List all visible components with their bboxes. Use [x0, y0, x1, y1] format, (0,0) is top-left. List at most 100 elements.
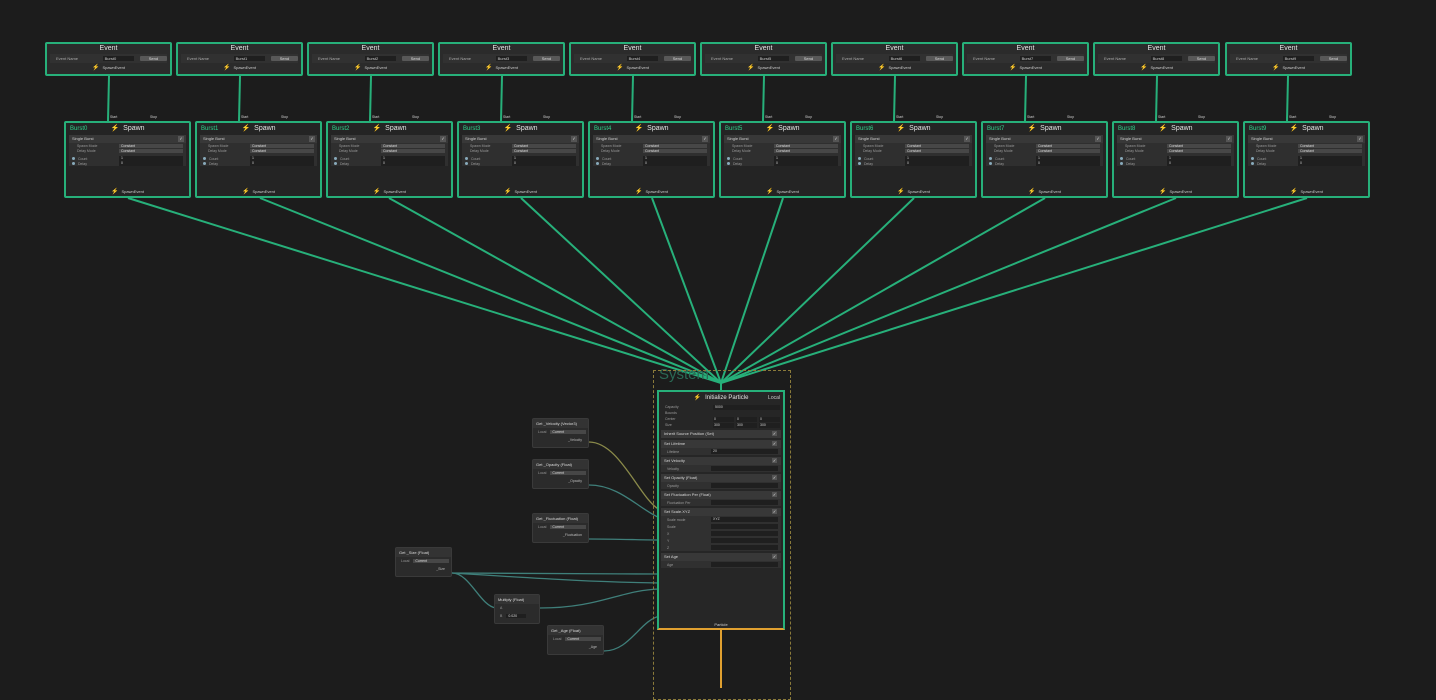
block-value-field[interactable] [711, 466, 778, 471]
delay-mode-dropdown[interactable]: Constant [643, 148, 707, 153]
spawn-node-1[interactable]: Burst1SpawnSingle Burst✓Spawn ModeConsta… [195, 121, 322, 198]
toggle-icon[interactable]: ✓ [1357, 136, 1363, 142]
delay-mode-dropdown[interactable]: Constant [905, 148, 969, 153]
spawn-node-2[interactable]: Burst2SpawnSingle Burst✓Spawn ModeConsta… [326, 121, 453, 198]
spawn-event-output-port[interactable]: SpawnEvent [309, 63, 432, 73]
spawn-event-output-port[interactable]: SpawnEvent [702, 63, 825, 73]
toggle-icon[interactable]: ✓ [178, 136, 184, 142]
spawn-event-output-port[interactable]: SpawnEvent [833, 63, 956, 73]
count-port[interactable] [1251, 157, 1254, 160]
particle-output-port[interactable]: Particle [714, 622, 728, 627]
send-button[interactable]: Send [925, 56, 953, 61]
spawn-output-port[interactable]: SpawnEvent [459, 188, 582, 195]
send-button[interactable]: Send [532, 56, 560, 61]
event-name-field[interactable]: Burst6 [888, 56, 920, 61]
event-name-field[interactable]: Burst1 [233, 56, 265, 61]
spawn-event-output-port[interactable]: SpawnEvent [571, 63, 694, 73]
toggle-icon[interactable]: ✓ [1095, 136, 1101, 142]
count-port[interactable] [334, 157, 337, 160]
spawn-output-port[interactable]: SpawnEvent [983, 188, 1106, 195]
spawn-node-8[interactable]: Burst8SpawnSingle Burst✓Spawn ModeConsta… [1112, 121, 1239, 198]
spawn-output-port[interactable]: SpawnEvent [197, 188, 320, 195]
spawn-node-5[interactable]: Burst5SpawnSingle Burst✓Spawn ModeConsta… [719, 121, 846, 198]
size-z-field[interactable]: 300 [759, 422, 780, 428]
count-port[interactable] [727, 157, 730, 160]
event-name-field[interactable]: Burst0 [102, 56, 134, 61]
count-port[interactable] [203, 157, 206, 160]
event-name-field[interactable]: Burst4 [626, 56, 658, 61]
delay-field[interactable]: 0 [643, 161, 707, 166]
count-port[interactable] [858, 157, 861, 160]
delay-port[interactable] [1120, 162, 1123, 165]
event-name-field[interactable]: Burst7 [1019, 56, 1051, 61]
delay-mode-dropdown[interactable]: Constant [1298, 148, 1362, 153]
delay-field[interactable]: 0 [119, 161, 183, 166]
spawn-output-port[interactable]: SpawnEvent [328, 188, 451, 195]
count-field[interactable]: 1 [1298, 156, 1362, 161]
center-y-field[interactable]: 0 [736, 416, 757, 422]
toggle-icon[interactable]: ✓ [571, 136, 577, 142]
spawn-node-9[interactable]: Burst9SpawnSingle Burst✓Spawn ModeConsta… [1243, 121, 1370, 198]
spawn-event-output-port[interactable]: SpawnEvent [440, 63, 563, 73]
delay-mode-dropdown[interactable]: Constant [1036, 148, 1100, 153]
count-port[interactable] [465, 157, 468, 160]
count-port[interactable] [1120, 157, 1123, 160]
send-button[interactable]: Send [1319, 56, 1347, 61]
send-button[interactable]: Send [794, 56, 822, 61]
block-enabled-checkbox[interactable]: ✓ [772, 441, 777, 446]
age-output-port[interactable]: _Age [588, 645, 597, 649]
block-enabled-checkbox[interactable]: ✓ [772, 492, 777, 497]
capacity-field[interactable]: 5000 [713, 404, 780, 410]
block-value-field[interactable] [711, 538, 778, 543]
send-button[interactable]: Send [1056, 56, 1084, 61]
block-value-field[interactable] [711, 531, 778, 536]
delay-field[interactable]: 0 [1036, 161, 1100, 166]
spawn-output-port[interactable]: SpawnEvent [590, 188, 713, 195]
spawn-node-4[interactable]: Burst4SpawnSingle Burst✓Spawn ModeConsta… [588, 121, 715, 198]
init-block-3[interactable]: Set Opacity (Float)✓Opacity [661, 474, 781, 489]
block-value-field[interactable] [711, 545, 778, 550]
spawn-event-output-port[interactable]: SpawnEvent [1227, 63, 1350, 73]
spawn-output-port[interactable]: SpawnEvent [721, 188, 844, 195]
delay-mode-dropdown[interactable]: Constant [250, 148, 314, 153]
spawn-mode-dropdown[interactable]: Constant [1298, 143, 1362, 148]
opacity-output-port[interactable]: _Opacity [568, 479, 582, 483]
delay-field[interactable]: 0 [381, 161, 445, 166]
count-field[interactable]: 1 [643, 156, 707, 161]
delay-port[interactable] [596, 162, 599, 165]
send-button[interactable]: Send [1187, 56, 1215, 61]
block-value-field[interactable] [711, 500, 778, 505]
init-block-2[interactable]: Set Velocity✓Velocity [661, 457, 781, 472]
spawn-event-output-port[interactable]: SpawnEvent [47, 63, 170, 73]
block-enabled-checkbox[interactable]: ✓ [772, 554, 777, 559]
block-enabled-checkbox[interactable]: ✓ [772, 475, 777, 480]
delay-mode-dropdown[interactable]: Constant [512, 148, 576, 153]
send-button[interactable]: Send [139, 56, 167, 61]
location-dropdown[interactable]: Current [550, 525, 587, 529]
delay-field[interactable]: 0 [250, 161, 314, 166]
delay-mode-dropdown[interactable]: Constant [1167, 148, 1231, 153]
block-value-field[interactable]: XYZ [711, 517, 778, 522]
count-field[interactable]: 1 [1036, 156, 1100, 161]
event-name-field[interactable]: Burst2 [364, 56, 396, 61]
count-port[interactable] [72, 157, 75, 160]
delay-port[interactable] [72, 162, 75, 165]
location-dropdown[interactable]: Current [550, 430, 587, 434]
delay-port[interactable] [334, 162, 337, 165]
center-x-field[interactable]: 0 [713, 416, 734, 422]
